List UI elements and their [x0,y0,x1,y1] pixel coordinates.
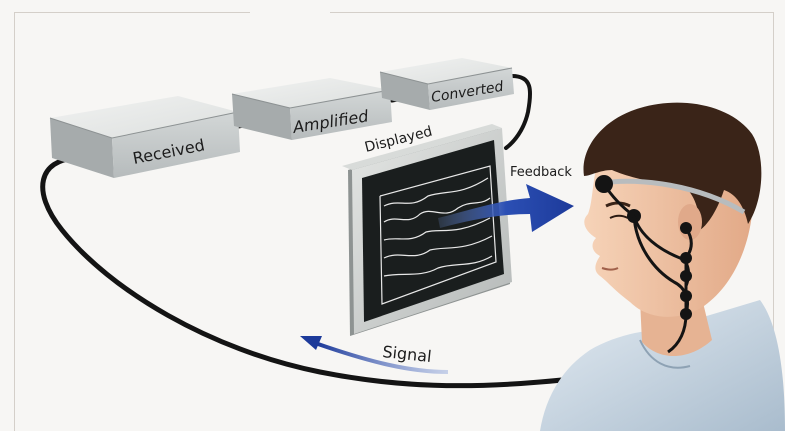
electrode-clip-4 [680,308,692,320]
signal-arrow [317,342,449,374]
feedback-label: Feedback [510,165,572,180]
electrode-clip-2 [680,270,692,282]
feedback-arrow [438,184,574,232]
eeg-traces [379,165,497,305]
electrode-clip-1 [680,252,692,264]
frame-tab-gap [250,0,330,13]
received-box [49,96,240,178]
person-figure [540,102,785,431]
frame-border-top [14,12,774,13]
frame-border-right [773,12,774,431]
amplified-box [231,78,392,140]
frame-border-left [14,12,15,431]
display-monitor [342,124,512,336]
signal-arrowhead [300,336,322,350]
electrode-clip-3 [680,290,692,302]
signal-label: Signal [382,342,433,366]
converted-box [379,58,514,110]
